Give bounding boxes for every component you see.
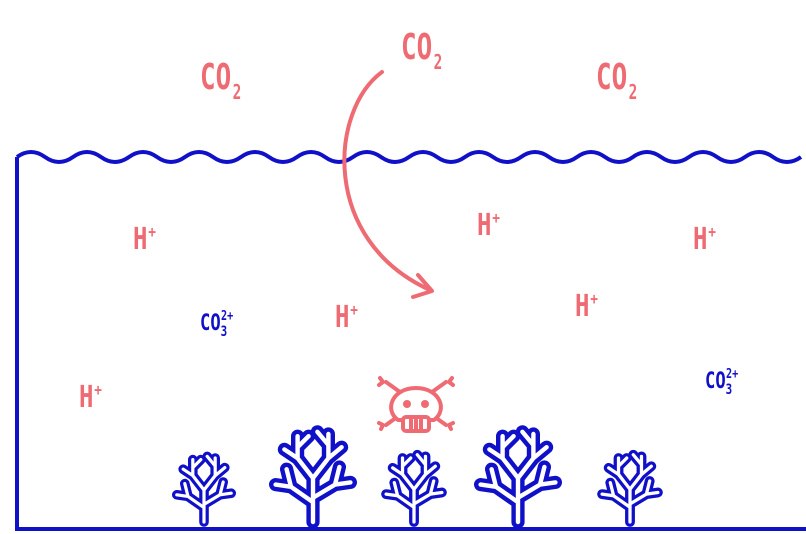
carbonate-ion: CO32+ — [705, 367, 739, 398]
wave-surface-icon — [15, 150, 803, 164]
hydrogen-ion: H+ — [693, 222, 716, 257]
down-arrow-icon — [342, 70, 434, 299]
co2-molecule: CO2 — [200, 57, 242, 104]
carbonate-ion: CO32+ — [200, 309, 234, 340]
hydrogen-ion: H+ — [133, 222, 156, 257]
hydrogen-ion: H+ — [477, 208, 500, 243]
hydrogen-ion: H+ — [335, 300, 358, 335]
co2-molecule: CO2 — [401, 27, 443, 74]
hydrogen-ion: H+ — [575, 289, 598, 324]
hydrogen-ion: H+ — [79, 380, 102, 415]
co2-molecule: CO2 — [596, 57, 638, 104]
skull-crossbones-icon — [377, 376, 455, 433]
